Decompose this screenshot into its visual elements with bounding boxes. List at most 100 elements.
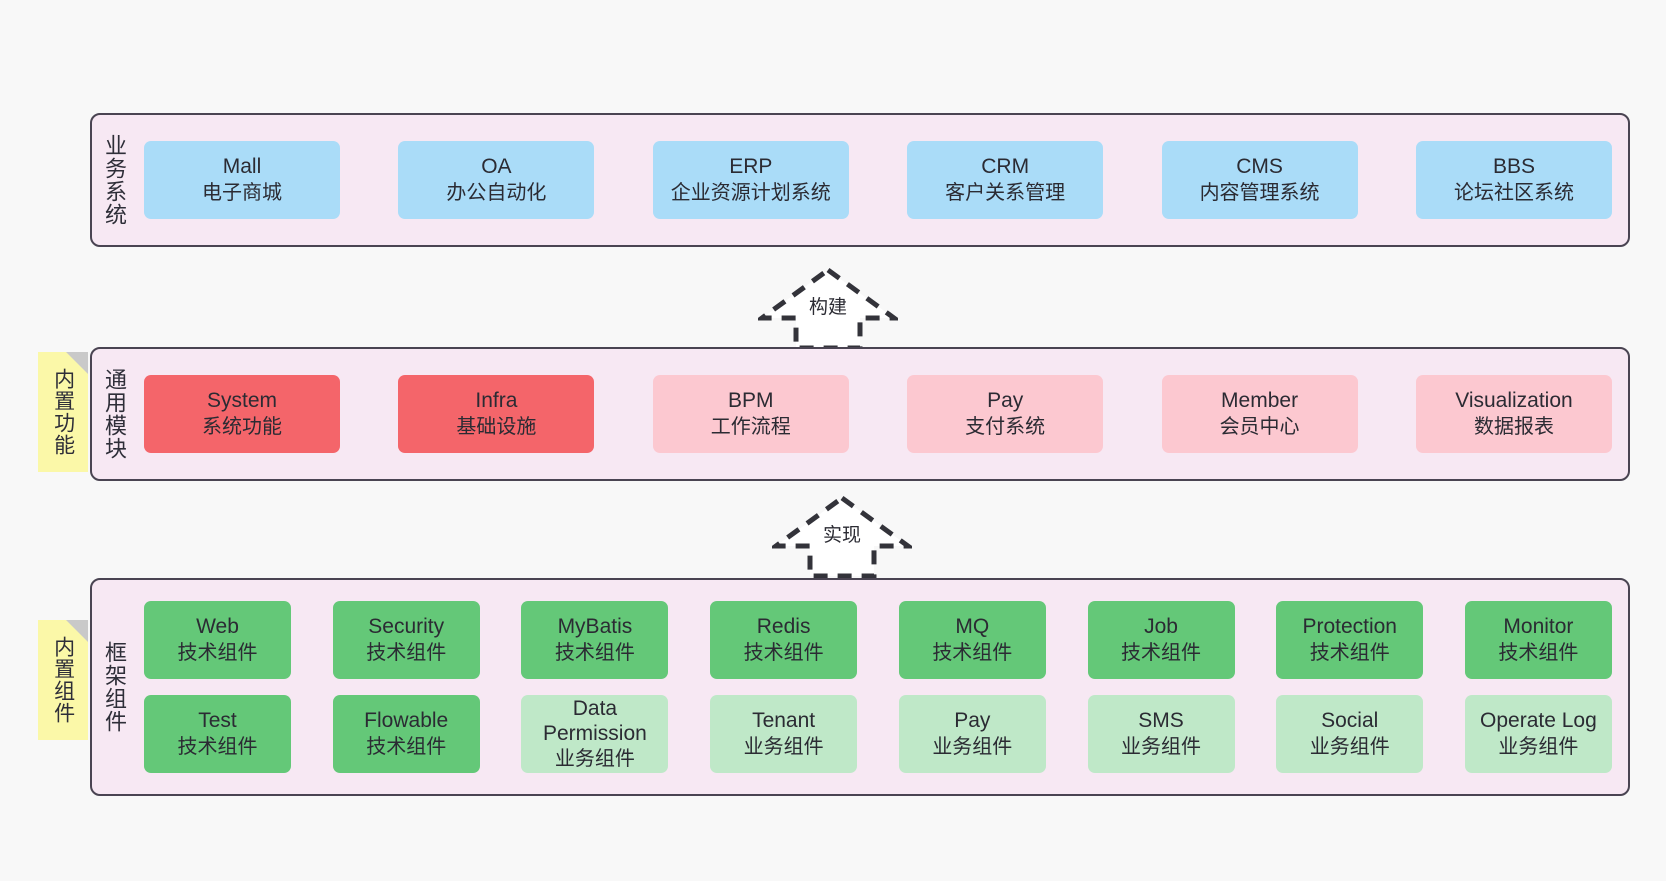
module-card-job[interactable]: Job 技术组件	[1087, 601, 1235, 679]
module-card-test[interactable]: Test 技术组件	[144, 695, 291, 773]
card-title-en: Flowable	[364, 709, 449, 733]
card-title-cn: 基础设施	[456, 415, 537, 438]
module-card-monitor[interactable]: Monitor 技术组件	[1464, 601, 1612, 679]
module-card-mall[interactable]: Mall 电子商城	[144, 141, 340, 219]
card-title-cn: 工作流程	[710, 415, 791, 438]
card-title-cn: 技术组件	[177, 641, 258, 664]
layer-body-common-modules: System 系统功能 Infra 基础设施 BPM 工作流程 Pay 支付系统…	[136, 349, 1628, 479]
card-title-en: Tenant	[752, 709, 816, 733]
card-title-en: System	[206, 389, 277, 413]
card-title-en: SMS	[1138, 709, 1184, 733]
connector-arrow-build: 构建	[758, 264, 898, 350]
card-title-en: MQ	[955, 615, 990, 639]
card-title-cn: 技术组件	[743, 641, 824, 664]
layer-body-framework-components: Web 技术组件 Security 技术组件 MyBatis 技术组件 Redi…	[136, 580, 1628, 794]
card-title-en: BPM	[728, 389, 774, 413]
card-title-cn: 技术组件	[1309, 641, 1390, 664]
folded-corner-icon	[66, 620, 88, 642]
card-title-cn: 客户关系管理	[945, 181, 1066, 204]
layer-title-framework-components: 框架组件	[101, 641, 127, 733]
card-title-en: MyBatis	[557, 615, 633, 639]
module-card-visualization[interactable]: Visualization 数据报表	[1415, 375, 1612, 453]
card-title-cn: 技术组件	[554, 641, 635, 664]
card-title-cn: 技术组件	[932, 641, 1013, 664]
module-card-sms[interactable]: SMS 业务组件	[1087, 695, 1235, 773]
card-title-en: CMS	[1236, 155, 1283, 179]
connector-label-build: 构建	[808, 297, 847, 318]
card-title-cn: 技术组件	[1498, 641, 1579, 664]
module-card-member[interactable]: Member 会员中心	[1161, 375, 1358, 453]
module-card-pay-business[interactable]: Pay 业务组件	[898, 695, 1046, 773]
card-title-cn: 数据报表	[1473, 415, 1554, 438]
card-title-en: Data Permission	[542, 697, 647, 746]
layer-common-modules: 通用模块 System 系统功能 Infra 基础设施 BPM 工作流程 Pay…	[90, 347, 1630, 481]
module-card-mybatis[interactable]: MyBatis 技术组件	[521, 601, 669, 679]
card-title-cn: 企业资源计划系统	[670, 181, 831, 204]
module-card-bbs[interactable]: BBS 论坛社区系统	[1415, 141, 1612, 219]
sticky-note-label: 内置组件	[51, 636, 75, 724]
module-card-crm[interactable]: CRM 客户关系管理	[907, 141, 1104, 219]
card-title-en: Social	[1321, 709, 1379, 733]
module-card-pay[interactable]: Pay 支付系统	[907, 375, 1104, 453]
module-card-cms[interactable]: CMS 内容管理系统	[1161, 141, 1358, 219]
module-card-operate-log[interactable]: Operate Log 业务组件	[1464, 695, 1612, 773]
card-title-cn: 业务组件	[554, 747, 635, 770]
layer-title-common-modules: 通用模块	[101, 368, 127, 460]
card-title-cn: 业务组件	[1121, 735, 1202, 758]
card-title-cn: 电子商城	[202, 181, 282, 204]
card-title-en: Job	[1144, 615, 1178, 639]
module-card-infra[interactable]: Infra 基础设施	[398, 375, 595, 453]
card-title-cn: 支付系统	[965, 415, 1046, 438]
card-title-en: BBS	[1492, 155, 1535, 179]
module-card-flowable[interactable]: Flowable 技术组件	[332, 695, 480, 773]
card-title-en: Redis	[756, 615, 811, 639]
card-title-en: ERP	[729, 155, 773, 179]
module-card-mq[interactable]: MQ 技术组件	[898, 601, 1046, 679]
layer-framework-components: 框架组件 Web 技术组件 Security 技术组件 MyBatis 技术组件…	[90, 578, 1630, 796]
module-card-tenant[interactable]: Tenant 业务组件	[710, 695, 858, 773]
card-title-en: CRM	[981, 155, 1030, 179]
sticky-note-label: 内置功能	[51, 368, 75, 456]
module-card-social[interactable]: Social 业务组件	[1276, 695, 1424, 773]
module-card-data-permission[interactable]: Data Permission 业务组件	[521, 695, 669, 773]
card-title-en: Web	[196, 615, 239, 639]
card-title-en: Test	[198, 709, 237, 733]
card-row: System 系统功能 Infra 基础设施 BPM 工作流程 Pay 支付系统…	[144, 375, 1612, 453]
card-title-cn: 技术组件	[366, 641, 447, 664]
card-title-cn: 业务组件	[932, 735, 1013, 758]
card-title-cn: 内容管理系统	[1199, 181, 1320, 204]
sticky-note-builtin-component: 内置组件	[38, 620, 88, 740]
card-row: Web 技术组件 Security 技术组件 MyBatis 技术组件 Redi…	[144, 601, 1612, 679]
module-card-erp[interactable]: ERP 企业资源计划系统	[652, 141, 849, 219]
card-title-en: Protection	[1302, 615, 1397, 639]
module-card-protection[interactable]: Protection 技术组件	[1276, 601, 1424, 679]
module-card-web[interactable]: Web 技术组件	[144, 601, 291, 679]
card-row: Test 技术组件 Flowable 技术组件 Data Permission …	[144, 695, 1612, 773]
module-card-system[interactable]: System 系统功能	[144, 375, 340, 453]
card-title-en: Infra	[475, 389, 518, 413]
card-title-en: OA	[481, 155, 512, 179]
layer-body-business-systems: Mall 电子商城 OA 办公自动化 ERP 企业资源计划系统 CRM 客户关系…	[136, 115, 1628, 245]
module-card-oa[interactable]: OA 办公自动化	[398, 141, 595, 219]
card-title-en: Pay	[987, 389, 1024, 413]
module-card-security[interactable]: Security 技术组件	[332, 601, 480, 679]
card-title-cn: 系统功能	[202, 415, 282, 438]
module-card-redis[interactable]: Redis 技术组件	[710, 601, 858, 679]
card-title-en: Member	[1221, 389, 1299, 413]
card-row: Mall 电子商城 OA 办公自动化 ERP 企业资源计划系统 CRM 客户关系…	[144, 141, 1612, 219]
card-title-en: Monitor	[1503, 615, 1574, 639]
card-title-cn: 技术组件	[177, 735, 258, 758]
module-card-bpm[interactable]: BPM 工作流程	[652, 375, 849, 453]
card-title-cn: 技术组件	[366, 735, 447, 758]
card-title-cn: 业务组件	[1309, 735, 1390, 758]
card-title-en: Operate Log	[1480, 709, 1597, 733]
connector-arrow-implement: 实现	[772, 492, 912, 578]
card-title-en: Visualization	[1455, 389, 1573, 413]
card-title-en: Security	[368, 615, 445, 639]
card-title-cn: 技术组件	[1121, 641, 1202, 664]
dashed-arrow-up-icon	[772, 494, 912, 578]
layer-title-business-systems: 业务系统	[101, 134, 127, 226]
connector-label-implement: 实现	[822, 525, 861, 546]
folded-corner-icon	[66, 352, 88, 374]
